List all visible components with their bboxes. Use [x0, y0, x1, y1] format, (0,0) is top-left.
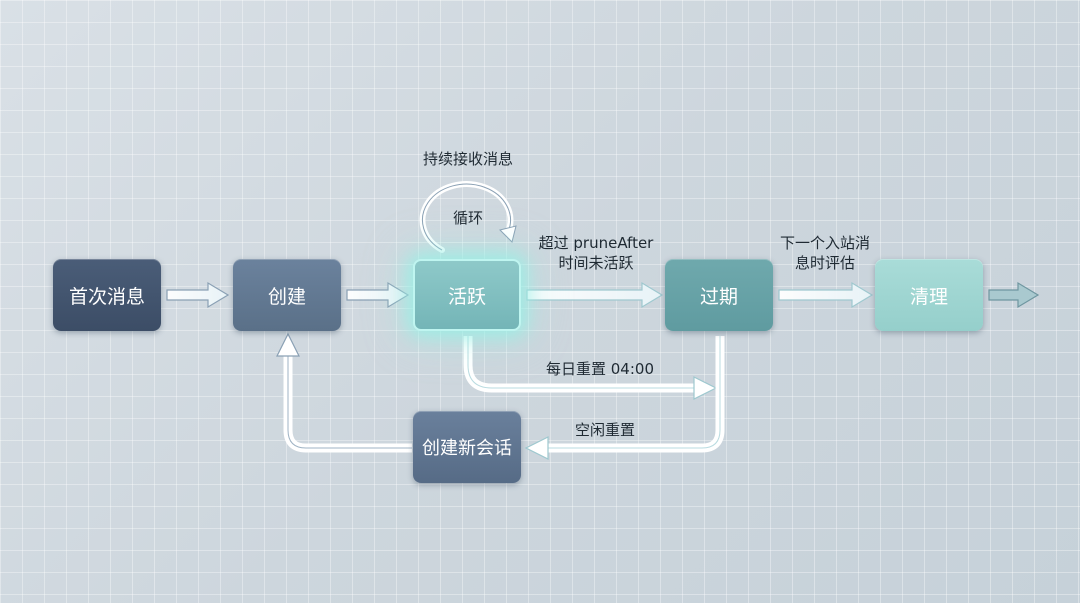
node-expired-label: 过期	[699, 285, 738, 308]
node-first-message-label: 首次消息	[68, 285, 145, 308]
arrow-active-to-expired	[526, 281, 664, 309]
idle-reset-arrowhead	[524, 436, 549, 460]
new-session-to-create-arrow	[283, 356, 412, 453]
loop-inner-label: 循环	[452, 209, 483, 227]
arrow-first-to-create	[166, 281, 230, 309]
idle-reset-label: 空闲重置	[574, 421, 635, 439]
node-create-label: 创建	[267, 285, 306, 308]
prune-label-line1: 超过 pruneAfter	[538, 234, 654, 252]
prune-label-line2: 时间未活跃	[558, 254, 634, 272]
node-create: 创建	[233, 259, 341, 331]
loop-title-label: 持续接收消息	[422, 150, 513, 168]
node-cleanup: 清理	[875, 259, 983, 331]
arrow-cleanup-out	[988, 281, 1040, 309]
node-create-new-session-label: 创建新会话	[422, 438, 512, 459]
node-active-label: 活跃	[447, 285, 486, 308]
node-active: 活跃	[413, 259, 521, 331]
arrow-expired-to-cleanup	[778, 281, 874, 309]
node-first-message: 首次消息	[53, 259, 161, 331]
new-session-to-create-arrowhead	[276, 332, 300, 357]
next-inbound-label-line2: 息时评估	[794, 254, 855, 272]
next-inbound-label-line1: 下一个入站消	[779, 234, 870, 252]
daily-reset-arrowhead	[693, 376, 718, 400]
loop-arrowhead	[499, 225, 517, 243]
node-create-new-session: 创建新会话	[413, 411, 521, 483]
arrow-create-to-active	[346, 281, 410, 309]
node-expired: 过期	[665, 259, 773, 331]
node-cleanup-label: 清理	[909, 285, 948, 308]
daily-reset-label: 每日重置 04:00	[546, 360, 654, 378]
